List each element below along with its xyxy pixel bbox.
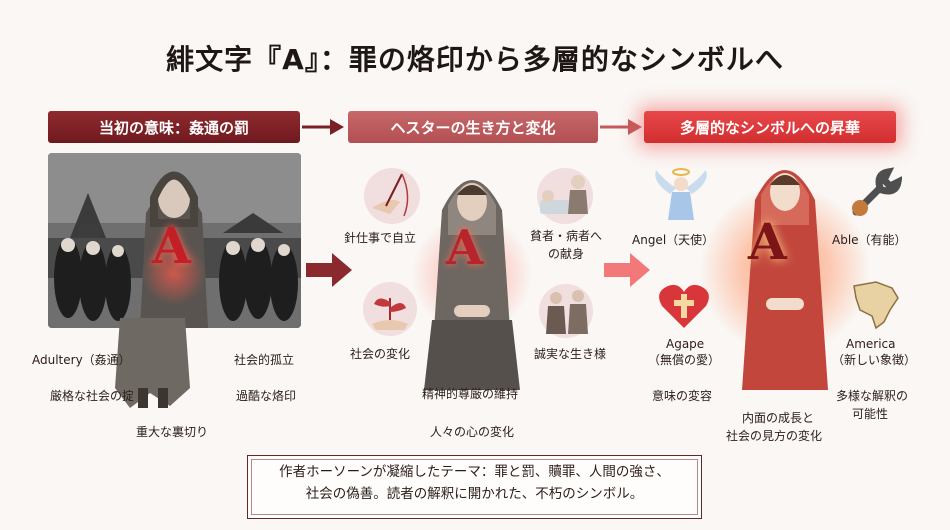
- america-map-icon: [853, 281, 899, 330]
- scarlet-letter-a: A: [748, 212, 787, 271]
- wrench-icon: [852, 167, 902, 216]
- puritan-scene-illustration: A: [48, 153, 301, 328]
- sewing-needle-icon: [364, 168, 420, 224]
- caregiving-icon: [537, 168, 593, 224]
- arrow-right-icon: [302, 119, 344, 135]
- label-america-1: America: [846, 337, 896, 351]
- label-social-change: 社会の変化: [350, 347, 411, 361]
- angel-icon: [655, 168, 707, 220]
- label-betrayal: 重大な裏切り: [136, 425, 209, 439]
- hester-stage1-figure: [115, 318, 190, 408]
- theme-note-line2: 社会の偽善。読者の解釈に開かれた、不朽のシンボル。: [305, 486, 644, 502]
- handshake-people-icon: [539, 284, 593, 338]
- label-devotion-1: 貧者・病者へ: [530, 229, 603, 243]
- hester-stage2-figure: [412, 180, 532, 390]
- label-sewing: 針仕事で自立: [344, 231, 417, 245]
- heart-cross-icon: [659, 284, 709, 328]
- label-isolation: 社会的孤立: [234, 353, 295, 367]
- label-agape-1: Agape: [666, 337, 705, 351]
- label-agape-2: （無償の愛）: [648, 353, 721, 367]
- label-hearts: 人々の心の変化: [430, 425, 515, 439]
- hester-stage3-figure: [700, 170, 870, 390]
- arrow-right-icon: [604, 253, 650, 287]
- label-meaning: 意味の変容: [652, 389, 713, 403]
- label-interpret-2: 可能性: [852, 407, 889, 421]
- scarlet-letter-a: A: [152, 216, 191, 275]
- label-interpret-1: 多様な解釈の: [836, 389, 909, 403]
- stage1-banner: 当初の意味：姦通の罰: [48, 111, 300, 143]
- stage3-banner: 多層的なシンボルへの昇華: [644, 111, 896, 143]
- arrow-right-icon: [306, 253, 352, 287]
- arrow-right-icon: [600, 119, 642, 135]
- label-growth-2: 社会の見方の変化: [726, 429, 823, 443]
- sprout-hands-icon: [363, 282, 417, 336]
- label-dignity: 精神的尊厳の維持: [422, 387, 519, 401]
- page-title: 緋文字『A』：罪の烙印から多層的なシンボルへ: [166, 43, 784, 76]
- label-able: Able（有能）: [832, 233, 907, 247]
- theme-note: 作者ホーソーンが凝縮したテーマ：罪と罰、贖罪、人間の強さ、 社会の偽善。読者の解…: [247, 455, 702, 519]
- label-angel: Angel（天使）: [632, 233, 715, 247]
- label-america-2: （新しい象徴）: [832, 353, 917, 367]
- label-strict-law: 厳格な社会の掟: [50, 389, 135, 403]
- label-devotion-2: の献身: [548, 247, 585, 261]
- label-adultery: Adultery（姦通）: [32, 353, 131, 367]
- theme-note-line1: 作者ホーソーンが凝縮したテーマ：罪と罰、贖罪、人間の強さ、: [279, 464, 670, 480]
- label-sincere: 誠実な生き様: [534, 347, 607, 361]
- stage2-banner: ヘスターの生き方と変化: [348, 111, 598, 143]
- label-brand: 過酷な烙印: [236, 389, 297, 403]
- scarlet-letter-a: A: [446, 220, 484, 276]
- label-growth-1: 内面の成長と: [742, 411, 815, 425]
